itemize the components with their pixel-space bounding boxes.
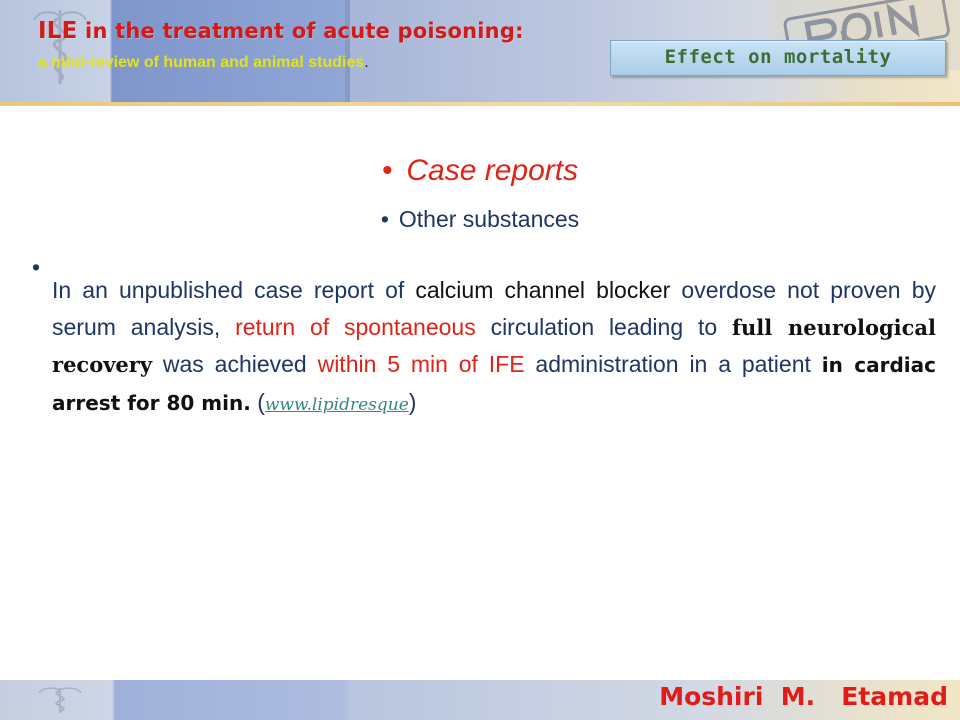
author-name: Moshiri M. Etamad [659, 682, 948, 711]
para-segment: circulation leading to [475, 314, 732, 340]
bullet-icon: • [32, 254, 41, 280]
effect-on-mortality-button[interactable]: Effect on mortality [610, 40, 946, 76]
para-timing: within 5 min of IFE [317, 351, 525, 377]
bullet-icon: • [380, 206, 389, 232]
effect-on-mortality-label: Effect on mortality [664, 46, 892, 68]
footer-banner: Moshiri M. Etamad [0, 680, 960, 720]
other-substances-label: Other substances [398, 206, 580, 232]
title-ile: ILE [38, 18, 78, 44]
other-substances-heading: • Other substances [0, 206, 960, 233]
paragraph-text: In an unpublished case report of calcium… [52, 272, 936, 424]
slide-body: •Case reports •Other substances • In an … [0, 106, 960, 680]
slide-subtitle: a mini-review of human and animal studie… [38, 54, 369, 72]
para-drug-class: calcium channel blocker [415, 277, 671, 303]
case-reports-label: Case reports [406, 154, 579, 187]
para-segment: ) [408, 389, 417, 415]
subtitle-text: a mini-review of human and animal studie… [38, 54, 365, 71]
subtitle-period: . [364, 54, 369, 71]
para-arrest: in cardiac arrest for 80 min. [52, 353, 936, 415]
caduceus-watermark-icon [38, 687, 82, 713]
title-rest: in the treatment of acute poisoning: [77, 19, 524, 43]
lipidresque-link[interactable]: www.lipidresque [264, 395, 409, 415]
header-banner: ILE in the treatment of acute poisoning:… [0, 0, 960, 102]
caduceus-watermark-icon [33, 10, 87, 84]
para-segment: was achieved [152, 351, 318, 377]
case-report-paragraph: • In an unpublished case report of calci… [32, 249, 936, 447]
banner-divider [345, 0, 350, 102]
para-recovery: full neurological recovery [52, 315, 936, 377]
para-segment: overdose not proven by serum analysis, [52, 277, 936, 340]
slide-title: ILE in the treatment of acute poisoning: [38, 18, 524, 44]
case-reports-heading: • Case reports [0, 154, 960, 188]
bullet-icon: • [381, 154, 393, 187]
header-underline-strip [0, 102, 960, 106]
para-rosc: return of spontaneous [235, 314, 476, 340]
para-segment: In an unpublished case report of [52, 277, 416, 303]
para-segment: administration in a patient [524, 351, 822, 377]
para-segment: ( [250, 389, 265, 415]
